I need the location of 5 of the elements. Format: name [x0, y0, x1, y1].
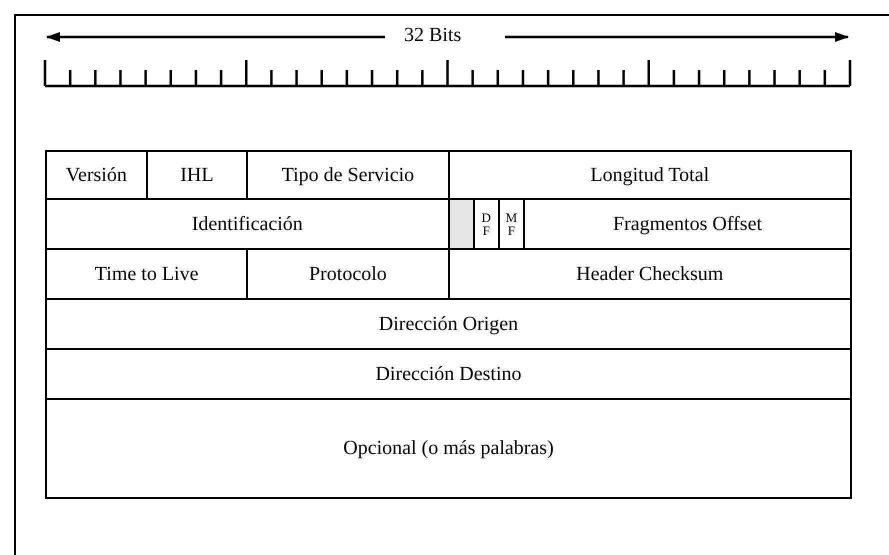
header-field-cell: Opcional (o más palabras) — [45, 398, 852, 499]
header-field-cell: Dirección Origen — [45, 298, 852, 350]
header-field-cell: Longitud Total — [448, 150, 852, 200]
header-field-cell: Versión — [45, 150, 148, 200]
header-field-cell: Dirección Destino — [45, 348, 852, 400]
